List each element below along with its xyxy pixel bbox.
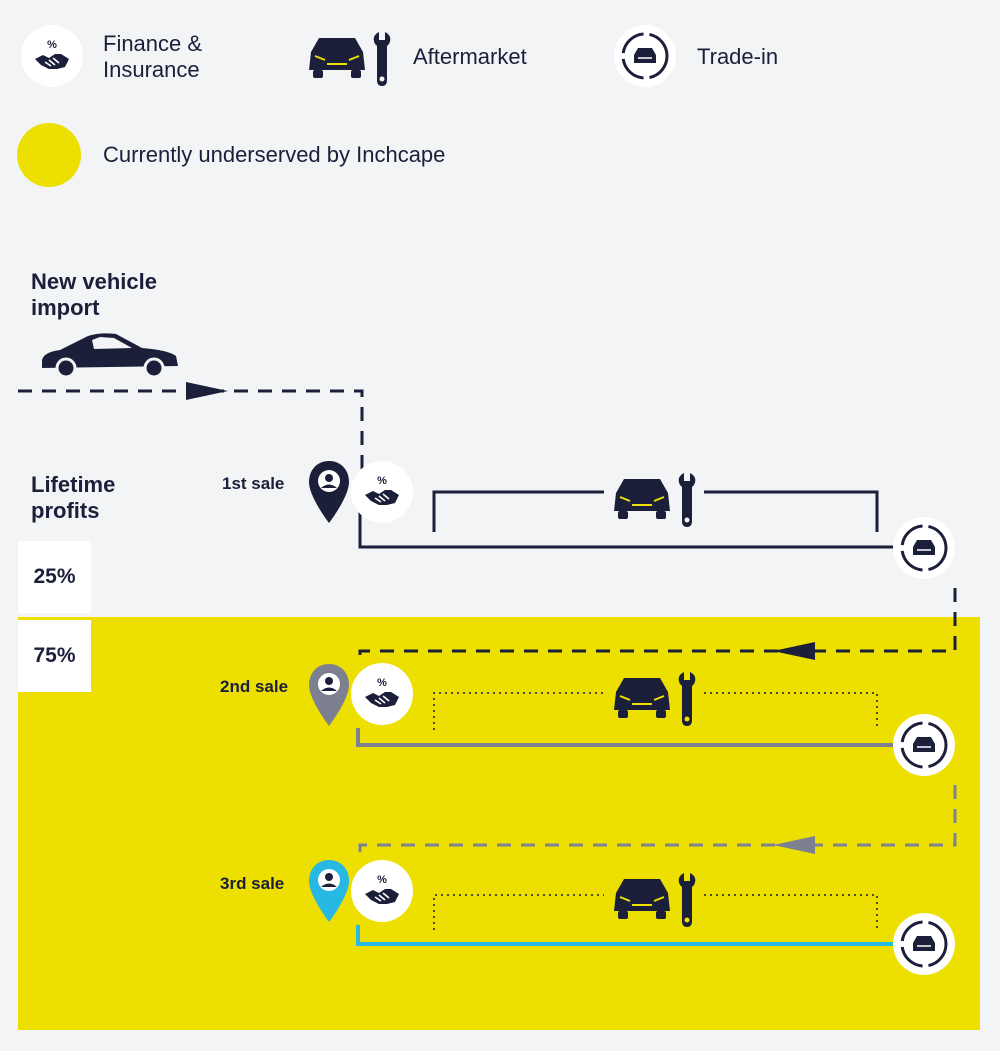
second-sale-tradein-circle [893,714,955,776]
handshake-percent-icon: % [365,874,399,904]
sports-car-icon [42,333,178,378]
third-sale-tradein-circle [893,913,955,975]
underserved-area [18,617,980,1030]
legend-tradein-icon-circle [614,25,676,87]
second-sale-ownership-line [356,692,893,747]
third-sale-label: 3rd sale [220,874,285,893]
percent-symbol: % [377,874,387,886]
percent-symbol: % [377,677,387,689]
import-flow-line [18,382,364,470]
location-pin-icon [309,664,349,726]
car-cycle-icon [900,524,948,572]
location-pin-icon [309,461,349,523]
second-sale-label: 2nd sale [220,677,289,696]
underserved-swatch [17,123,81,187]
first-sale-tradein-circle [893,517,955,579]
second-sale-finance-circle: % [351,663,413,725]
handshake-percent-icon: % [35,39,69,69]
handshake-percent-icon: % [365,475,399,505]
car-wrench-icon [614,873,696,927]
first-sale-share-box: 25% [18,541,91,613]
percent-symbol: % [377,475,387,487]
car-cycle-icon [900,920,948,968]
car-cycle-icon [900,721,948,769]
first-sale-ownership-line [358,490,893,549]
legend-finance-icon-circle: % [21,25,83,87]
second-to-third-transfer-line [358,785,957,860]
car-wrench-icon [614,473,696,527]
legend-finance-label: Finance & Insurance [103,31,203,82]
location-pin-icon [309,860,349,922]
percent-symbol: % [47,39,57,51]
new-vehicle-import-heading: New vehicle import [31,269,157,320]
car-cycle-icon [621,32,669,80]
later-sales-share-value: 75% [33,644,76,667]
handshake-percent-icon: % [365,677,399,707]
car-wrench-icon [614,672,696,726]
lifetime-profits-heading: Lifetime profits [31,472,116,523]
first-sale-share-value: 25% [33,565,76,588]
third-sale-finance-circle: % [351,860,413,922]
legend-tradein-label: Trade-in [697,44,779,69]
legend-underserved-label: Currently underserved by Inchcape [103,142,446,167]
legend-aftermarket-label: Aftermarket [413,44,527,69]
first-to-second-transfer-line [358,588,957,664]
later-sales-share-box: 75% [18,620,91,692]
third-sale-ownership-line [356,894,893,946]
first-sale-label: 1st sale [222,474,285,493]
first-sale-finance-circle: % [351,461,413,523]
car-wrench-icon [309,32,391,86]
